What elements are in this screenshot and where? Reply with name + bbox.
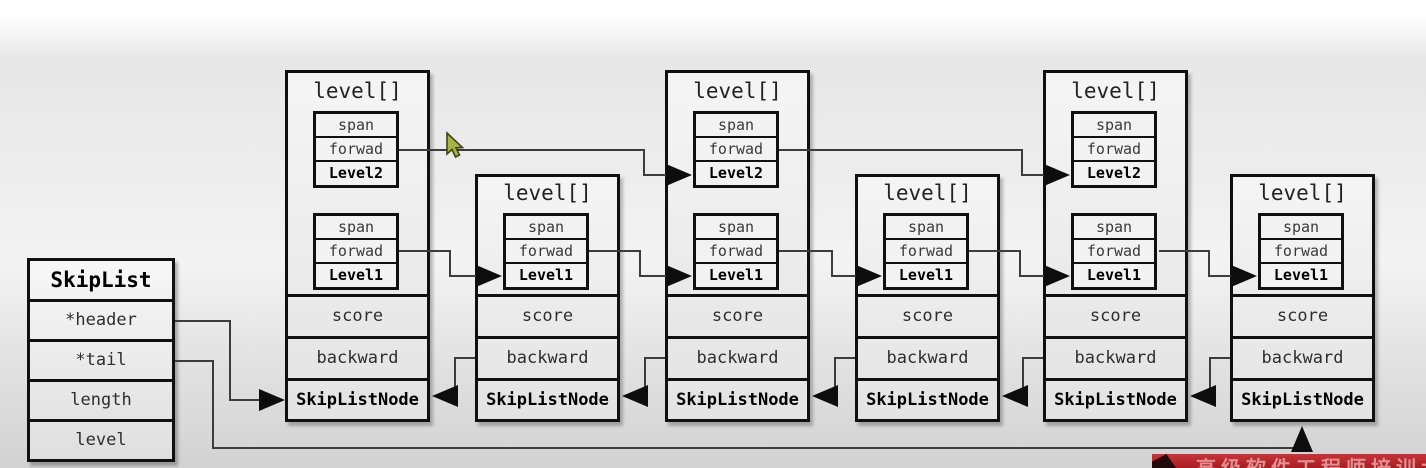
level-label-cell: Level1 — [1074, 262, 1154, 286]
forward-cell: forwad — [316, 238, 396, 262]
forward-cell: forwad — [1074, 238, 1154, 262]
node-type-row: SkipListNode — [1046, 378, 1185, 419]
field-header: *header — [30, 299, 172, 339]
forward-cell: forwad — [1261, 238, 1341, 262]
arrow-backward-node4-node3 — [812, 357, 855, 407]
node-type-row: SkipListNode — [858, 378, 997, 419]
banner-ribbon-notch — [1152, 454, 1176, 468]
span-cell: span — [337, 218, 375, 236]
node-type-row: SkipListNode — [288, 378, 427, 419]
forward-cell: forwad — [316, 136, 396, 160]
field-length: length — [30, 379, 172, 419]
level-array-label: level[] — [693, 79, 782, 103]
score-row: score — [288, 294, 427, 336]
arrow-backward-node5-node4 — [1002, 357, 1043, 407]
level1-entry: span forwad Level1 — [883, 213, 969, 290]
level1-entry: span forwad Level1 — [313, 213, 399, 290]
level-array-label: level[] — [883, 181, 972, 205]
backward-row: backward — [1233, 336, 1372, 378]
field-level: level — [30, 419, 172, 459]
level2-entry: span forwad Level2 — [313, 111, 399, 188]
skiplist-struct-box: SkipList *header *tail length level — [27, 258, 175, 462]
level1-entry: span forwad Level1 — [1071, 213, 1157, 290]
score-row: score — [1233, 294, 1372, 336]
node-type-row: SkipListNode — [1233, 378, 1372, 419]
score-row: score — [1046, 294, 1185, 336]
node-2: level[] span forwad Level1 score backwar… — [475, 174, 620, 422]
arrow-backward-node3-node2 — [622, 357, 665, 407]
level2-entry: span forwad Level2 — [1071, 111, 1157, 188]
level-label-cell: Level2 — [1074, 160, 1154, 184]
level-label-cell: Level1 — [316, 262, 396, 286]
backward-row: backward — [858, 336, 997, 378]
span-cell: span — [1095, 218, 1133, 236]
backward-row: backward — [668, 336, 807, 378]
level-array-label: level[] — [503, 181, 592, 205]
forward-cell: forwad — [886, 238, 966, 262]
node-1: level[] span forwad Level2 span forwad L… — [285, 70, 430, 422]
span-cell: span — [1282, 218, 1320, 236]
forward-cell: forwad — [506, 238, 586, 262]
forward-cell: forwad — [696, 238, 776, 262]
level-label-cell: Level2 — [696, 160, 776, 184]
span-cell: span — [907, 218, 945, 236]
arrow-backward-node2-node1 — [432, 357, 475, 407]
level-array-label: level[] — [1071, 79, 1160, 103]
node-type-row: SkipListNode — [478, 378, 617, 419]
span-cell: span — [717, 116, 755, 134]
span-cell: span — [337, 116, 375, 134]
node-type-row: SkipListNode — [668, 378, 807, 419]
level1-entry: span forwad Level1 — [693, 213, 779, 290]
node-4: level[] span forwad Level1 score backwar… — [855, 174, 1000, 422]
banner-text: 高级软件工程师培训大纲 — [1196, 456, 1426, 468]
score-row: score — [858, 294, 997, 336]
level1-entry: span forwad Level1 — [1258, 213, 1344, 290]
score-row: score — [478, 294, 617, 336]
forward-cell: forwad — [1074, 136, 1154, 160]
field-tail: *tail — [30, 339, 172, 379]
backward-row: backward — [288, 336, 427, 378]
level-array-label: level[] — [1258, 181, 1347, 205]
score-row: score — [668, 294, 807, 336]
level2-entry: span forwad Level2 — [693, 111, 779, 188]
level-array-label: level[] — [313, 79, 402, 103]
node-3: level[] span forwad Level2 span forwad L… — [665, 70, 810, 422]
mouse-cursor-icon — [446, 131, 465, 159]
node-6: level[] span forwad Level1 score backwar… — [1230, 174, 1375, 422]
arrow-level2-node1-node3 — [399, 149, 692, 186]
level1-entry: span forwad Level1 — [503, 213, 589, 290]
backward-row: backward — [478, 336, 617, 378]
level-label-cell: Level1 — [506, 262, 586, 286]
skiplist-title: SkipList — [50, 268, 152, 292]
span-cell: span — [527, 218, 565, 236]
span-cell: span — [717, 218, 755, 236]
node-5: level[] span forwad Level2 span forwad L… — [1043, 70, 1188, 422]
arrow-backward-node6-node5 — [1190, 357, 1230, 407]
level-label-cell: Level1 — [886, 262, 966, 286]
video-banner: 高级软件工程师培训大纲 — [1152, 454, 1426, 468]
level-label-cell: Level1 — [696, 262, 776, 286]
backward-row: backward — [1046, 336, 1185, 378]
forward-cell: forwad — [696, 136, 776, 160]
span-cell: span — [1095, 116, 1133, 134]
level-label-cell: Level1 — [1261, 262, 1341, 286]
arrow-header-to-node1 — [175, 320, 285, 411]
arrow-level2-node3-node5 — [779, 149, 1070, 186]
level-label-cell: Level2 — [316, 160, 396, 184]
